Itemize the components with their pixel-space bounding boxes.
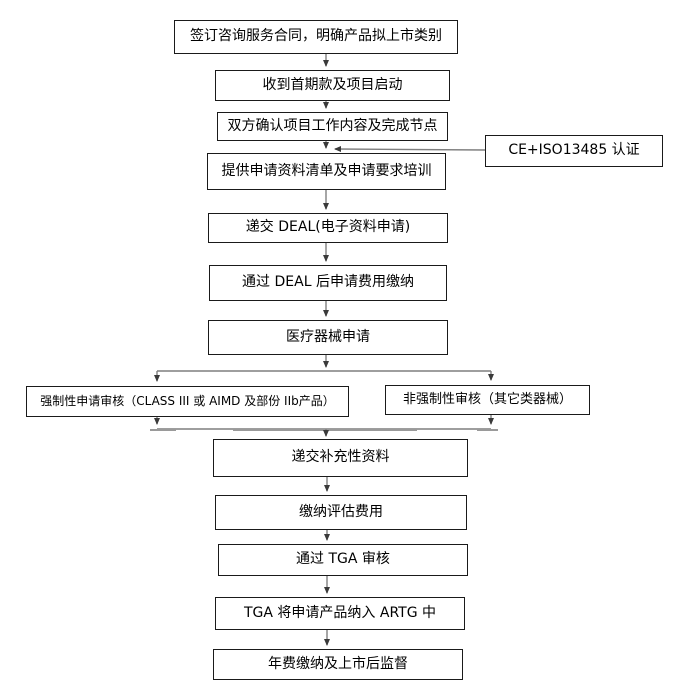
flow-step-submit-deal: 递交 DEAL(电子资料申请) [208, 213, 448, 243]
flow-step-assessment-fee: 缴纳评估费用 [215, 495, 467, 530]
flow-step-artg-inclusion: TGA 将申请产品纳入 ARTG 中 [215, 597, 465, 630]
flow-step-supplementary-docs: 递交补充性资料 [213, 439, 468, 477]
flow-step-first-payment: 收到首期款及项目启动 [215, 70, 450, 101]
flow-step-deal-fee: 通过 DEAL 后申请费用缴纳 [209, 265, 447, 301]
connector-ce-to-checklist [334, 146, 486, 153]
flow-note-ce-iso13485: CE+ISO13485 认证 [485, 135, 663, 167]
flow-branch-mandatory-review: 强制性申请审核（CLASS III 或 AIMD 及部份 IIb产品） [26, 386, 349, 417]
flow-step-annual-fee: 年费缴纳及上市后监督 [213, 649, 463, 680]
flow-step-provide-checklist: 提供申请资料清单及申请要求培训 [207, 153, 446, 190]
flow-step-device-application: 医疗器械申请 [208, 320, 448, 355]
flow-step-confirm-scope: 双方确认项目工作内容及完成节点 [217, 112, 448, 141]
flow-step-sign-contract: 签订咨询服务合同，明确产品拟上市类别 [174, 20, 458, 54]
flow-step-tga-review: 通过 TGA 审核 [218, 544, 468, 576]
flow-branch-non-mandatory-review: 非强制性审核（其它类器械） [385, 385, 590, 415]
